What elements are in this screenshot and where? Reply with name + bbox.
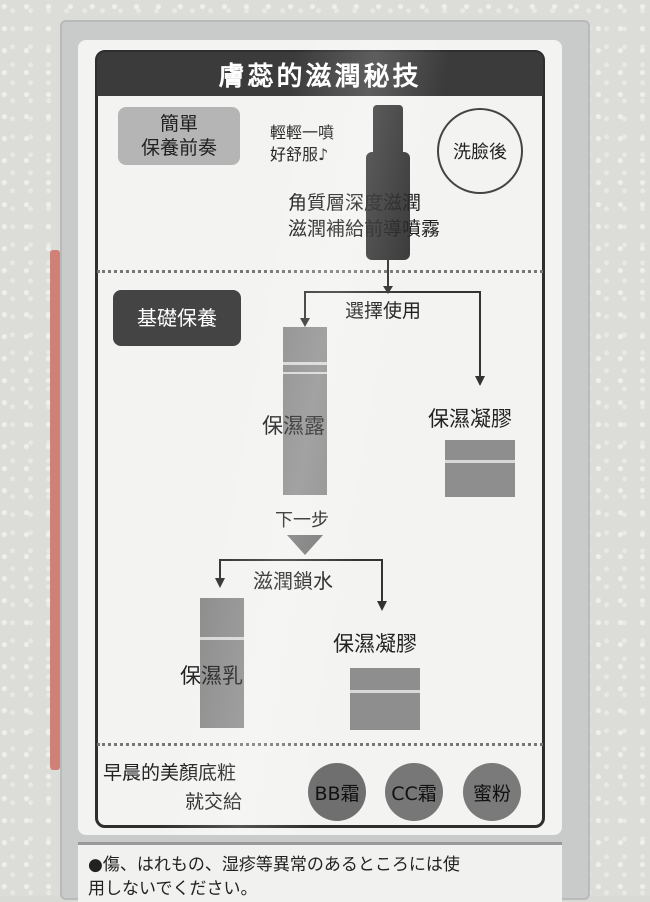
makeup-label-line1: 早晨的美顏底粧 [103,762,237,784]
divider-2 [97,743,543,746]
milk-bottle-icon [200,598,244,728]
makeup-label-line2: 就交給 [185,791,243,813]
bb-cream-badge: BB霜 [308,763,366,821]
down-triangle-icon [287,535,323,555]
spray-bottle-icon [366,152,410,260]
mist-caption-line2: 滋潤補給前導噴霧 [288,218,441,240]
lotion-label: 保濕露 [262,414,325,438]
step1-label-line2: 保養前奏 [140,137,217,159]
gel-label: 保濕凝膠 [428,407,512,431]
divider-1 [97,270,543,273]
gel-jar-icon [445,440,515,497]
choose-text: 選擇使用 [345,300,422,322]
step2-label: 基礎保養 [113,290,241,346]
gel2-label: 保濕凝膠 [333,632,417,656]
spray-note-line1: 輕輕一噴 [270,123,335,142]
warning-line2: 用しないでください。 [88,879,258,899]
card-frame [95,50,545,828]
gel-jar-band [445,460,515,463]
lotion-bottle-icon [283,327,327,495]
arrow-branch-2 [219,559,383,603]
seal-text: 滋潤鎖水 [253,569,333,593]
spray-note: 輕輕一噴 好舒服♪ [270,122,334,166]
warning-note: ●傷、はれもの、湿疹等異常のあるところには使 用しないでください。 [78,842,562,902]
gel2-jar-icon [350,668,420,730]
next-step-text: 下一步 [275,510,329,531]
step1-label-line1: 簡單 [159,113,198,135]
arrow-head-gel [475,376,485,386]
arrow-head-lotion [300,318,310,327]
spray-bottle-cap-icon [373,105,403,160]
mist-caption: 角質層深度滋潤 滋潤補給前導噴霧 [288,190,440,242]
cc-cream-badge: CC霜 [385,763,443,821]
mist-caption-line1: 角質層深度滋潤 [288,192,422,214]
step1-label: 簡單 保養前奏 [118,107,240,165]
gel2-jar-band [350,690,420,693]
lotion-band-thin [283,372,327,374]
spray-note-line2: 好舒服♪ [270,145,329,164]
milk-label: 保濕乳 [180,664,243,688]
lotion-band [283,362,327,365]
warning-line1: ●傷、はれもの、湿疹等異常のあるところには使 [88,855,460,875]
arrow-branch-1 [304,291,481,378]
card-title: 膚蕊的滋潤秘技 [97,52,543,96]
arrow-head-gel2 [377,601,387,611]
package-red-edge [50,250,60,770]
after-wash-badge: 洗臉後 [437,108,523,194]
arrow-head-milk [215,578,225,588]
arrow-head-stem [383,286,393,294]
powder-badge: 蜜粉 [463,763,521,821]
milk-band [200,637,244,640]
